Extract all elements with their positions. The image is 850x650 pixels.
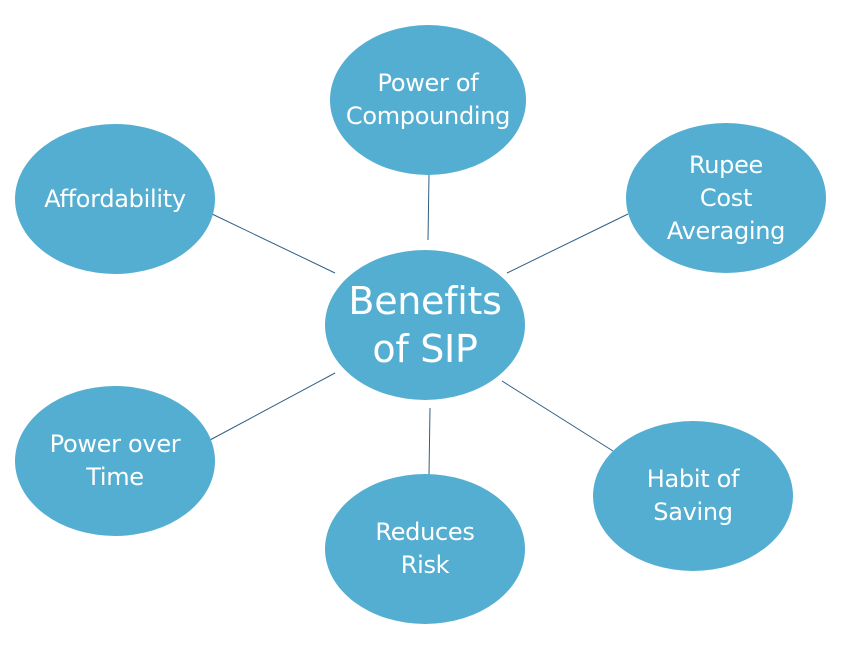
- node-affordability: Affordability: [15, 124, 215, 274]
- node-label: Affordability: [44, 184, 186, 213]
- node-label: Power over Time: [49, 430, 181, 491]
- connector-compounding: [427, 173, 430, 241]
- connector-affordability: [211, 213, 336, 274]
- node-rupee-cost-averaging: Rupee Cost Averaging: [626, 123, 826, 273]
- connector-risk: [428, 407, 431, 476]
- node-reduces-risk: Reduces Risk: [325, 474, 525, 624]
- node-habit-of-saving: Habit of Saving: [593, 421, 793, 571]
- node-label: Rupee Cost Averaging: [666, 150, 786, 245]
- node-power-over-time: Power over Time: [15, 386, 215, 536]
- center-node-label: Benefits of SIP: [348, 279, 502, 371]
- connector-rupee: [506, 213, 629, 274]
- node-label: Reduces Risk: [375, 518, 475, 579]
- node-label: Power of Compounding: [345, 69, 511, 130]
- center-node-benefits-of-sip: Benefits of SIP: [325, 250, 525, 400]
- connector-time: [209, 372, 336, 441]
- connector-habit: [501, 380, 614, 452]
- node-power-of-compounding: Power of Compounding: [330, 25, 526, 175]
- node-label: Habit of Saving: [646, 465, 740, 526]
